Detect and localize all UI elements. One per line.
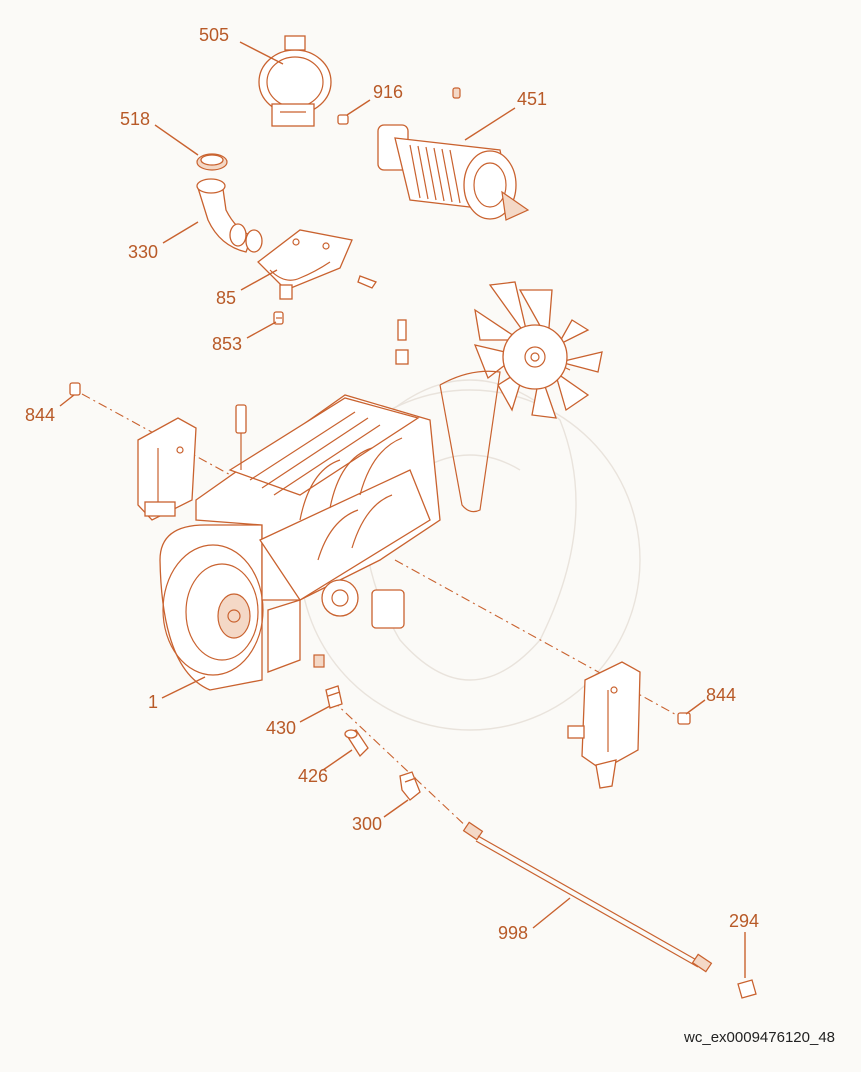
label-998[interactable]: 998	[498, 923, 528, 943]
label-844-upper[interactable]: 844	[25, 405, 55, 425]
label-505[interactable]: 505	[199, 25, 229, 45]
callout-labels: 505 916 451 518 330 85 853 844 1 430 426…	[25, 25, 759, 943]
leader-lines	[59, 41, 746, 978]
part-998-hose[interactable]	[462, 821, 713, 973]
label-426[interactable]: 426	[298, 766, 328, 786]
part-451-air-filter[interactable]	[377, 124, 530, 221]
part-426-elbow[interactable]	[344, 729, 369, 758]
part-294-cap[interactable]	[737, 979, 757, 999]
part-85-bracket[interactable]	[257, 229, 377, 300]
label-294[interactable]: 294	[729, 911, 759, 931]
part-844-upper-mount[interactable]	[69, 382, 197, 521]
label-300[interactable]: 300	[352, 814, 382, 834]
label-853[interactable]: 853	[212, 334, 242, 354]
part-505-clamp[interactable]	[258, 35, 332, 127]
label-85[interactable]: 85	[216, 288, 236, 308]
label-451[interactable]: 451	[517, 89, 547, 109]
reference-code: wc_ex0009476120_48	[683, 1029, 835, 1046]
part-430-fitting[interactable]	[325, 685, 343, 709]
label-430[interactable]: 430	[266, 718, 296, 738]
part-853-bolt[interactable]	[273, 311, 284, 325]
label-330[interactable]: 330	[128, 242, 158, 262]
label-916[interactable]: 916	[373, 82, 403, 102]
part-518-hose-clamp[interactable]	[196, 153, 228, 171]
label-1[interactable]: 1	[148, 692, 158, 712]
part-1-engine[interactable]	[159, 319, 441, 691]
engine-fan[interactable]	[473, 281, 603, 419]
part-330-elbow-hose[interactable]	[196, 178, 263, 253]
part-844-lower-mount[interactable]	[567, 661, 691, 789]
part-916-plug[interactable]	[337, 87, 461, 125]
label-518[interactable]: 518	[120, 109, 150, 129]
engine-belt	[439, 370, 501, 513]
label-844-lower[interactable]: 844	[706, 685, 736, 705]
part-300-clip[interactable]	[399, 771, 421, 801]
